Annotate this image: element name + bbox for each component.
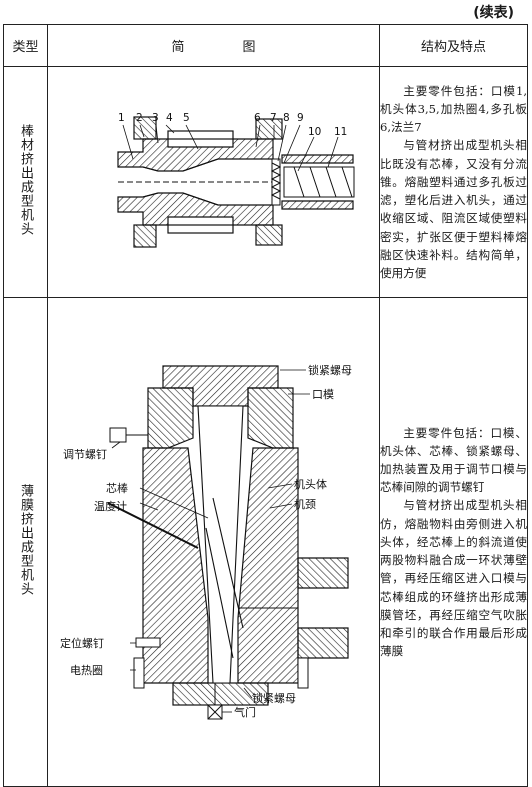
rod-die-diagram: 1 2 3 4 5 6 7 8 9 10 11 [117, 112, 355, 248]
callout-3: 3 [152, 112, 159, 124]
callout-9: 9 [297, 112, 304, 124]
table-row-film: 薄膜挤出成型机头 [3, 297, 528, 787]
film-features-text: 与管材挤出成型机头相仿，熔融物料由旁侧进入机头体，经芯棒上的斜流道使两股物料融合… [380, 498, 527, 659]
type-cell-film: 薄膜挤出成型机头 [3, 297, 48, 787]
header-type: 类型 [3, 24, 48, 67]
label-adjust-screw: 调节螺钉 [63, 448, 107, 461]
label-head-body: 机头体 [294, 477, 327, 491]
label-heater: 电热圈 [70, 664, 103, 677]
desc-cell-film: 主要零件包括：口模、机头体、芯棒、锁紧螺母、加热装置及用于调节口模与芯棒间隙的调… [379, 297, 528, 787]
heater-shape [133, 657, 309, 689]
rod-features-text: 与管材挤出成型机头相比既没有芯棒，又没有分流锥。熔融塑料通过多孔板过滤，塑化后进… [380, 138, 527, 280]
continued-label: (续表) [473, 5, 514, 21]
film-parts-text: 主要零件包括：口模、机头体、芯棒、锁紧螺母、加热装置及用于调节口模与芯棒间隙的调… [380, 425, 527, 495]
label-air-valve: 气门 [234, 705, 256, 719]
table-row-rod: 棒材挤出成型机头 [3, 66, 528, 298]
rod-callout-numbers: 1 2 3 4 5 6 7 8 9 10 11 [118, 112, 347, 138]
locating-screw-shape [135, 637, 161, 648]
air-valve-shape [207, 683, 223, 720]
header-figure: 简图 [47, 24, 380, 67]
mandrel [197, 405, 244, 684]
extruder-screw [283, 166, 355, 198]
rod-parts-text: 主要零件包括：口模1,机头体3,5,加热圈4,多孔板6,法兰7 [380, 83, 527, 135]
callout-10: 10 [308, 126, 321, 138]
label-mandrel: 芯棒 [106, 481, 128, 495]
figure-cell-film: 锁紧螺母 口模 调节螺钉 芯棒 温度计 机头体 机颈 定位螺钉 电热圈 锁紧螺母… [47, 297, 380, 787]
label-lock-nut-top: 锁紧螺母 [308, 363, 352, 377]
callout-2: 2 [136, 112, 143, 124]
label-lock-nut-bottom: 锁紧螺母 [252, 691, 296, 705]
film-die-body [142, 365, 349, 706]
film-labels: 锁紧螺母 口模 调节螺钉 芯棒 温度计 机头体 机颈 定位螺钉 电热圈 锁紧螺母… [60, 363, 352, 719]
adjust-screw-shape [109, 427, 148, 443]
rod-die-channel [118, 158, 278, 206]
rod-die-body [117, 116, 354, 248]
desc-cell-rod: 主要零件包括：口模1,机头体3,5,加热圈4,多孔板6,法兰7 与管材挤出成型机… [379, 66, 528, 298]
breaker-plate [270, 158, 282, 206]
thermometer-shape [107, 502, 199, 549]
table-header-row: 类型 简图 结构及特点 [3, 24, 528, 67]
callout-4: 4 [166, 112, 173, 124]
type-label-film: 薄膜挤出成型机头 [18, 484, 33, 596]
callout-7: 7 [270, 112, 277, 124]
structure-table: 类型 简图 结构及特点 棒材挤出成型机头 [3, 24, 528, 787]
label-locating-screw: 定位螺钉 [60, 636, 104, 650]
film-die-diagram: 锁紧螺母 口模 调节螺钉 芯棒 温度计 机头体 机颈 定位螺钉 电热圈 锁紧螺母… [60, 363, 352, 720]
callout-1: 1 [118, 112, 125, 124]
callout-8: 8 [283, 112, 290, 124]
figure-cell-rod: 1 2 3 4 5 6 7 8 9 10 11 [47, 66, 380, 298]
callout-5: 5 [183, 112, 190, 124]
callout-11: 11 [334, 126, 347, 138]
type-label-rod: 棒材挤出成型机头 [18, 124, 33, 236]
label-neck: 机颈 [294, 497, 316, 511]
film-leaders [111, 369, 310, 713]
label-thermometer: 温度计 [94, 499, 127, 513]
label-die: 口模 [312, 388, 334, 401]
rod-callouts [122, 124, 339, 172]
header-features: 结构及特点 [379, 24, 528, 67]
callout-6: 6 [254, 112, 261, 124]
type-cell-rod: 棒材挤出成型机头 [3, 66, 48, 298]
